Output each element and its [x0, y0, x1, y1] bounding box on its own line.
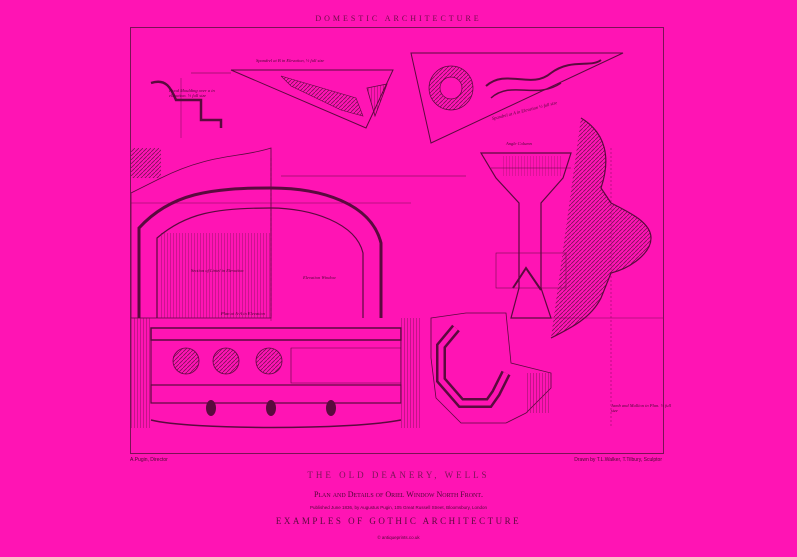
architectural-drawing: [131, 52, 663, 429]
hood-moulding-profile: [150, 72, 231, 138]
page-header: DOMESTIC ARCHITECTURE: [315, 14, 482, 23]
annotation-spandrel-left: Spandrel at B in Elevation, ½ full size: [256, 58, 325, 63]
wall-hatch: [131, 148, 161, 178]
engraving-plate: Spandrel at B in Elevation, ½ full size …: [130, 27, 671, 454]
series-title: EXAMPLES OF GOTHIC ARCHITECTURE: [275, 516, 522, 526]
spandrel-left-drawing: [230, 69, 394, 129]
annotation-angle-column: Angle Column: [506, 141, 532, 146]
annotation-hood-moulding: Hood Moulding over a in elevation. ½ ful…: [169, 88, 215, 98]
plate-subtitle: Plan and Details of Oriel Window North F…: [313, 490, 484, 499]
credit-director: A.Pugin, Director: [130, 457, 168, 463]
website-credit: © antiqueprints.co.uk: [377, 535, 420, 540]
oriel-parapet: [131, 318, 421, 429]
credit-engraver: Drawn by T.L.Walker, T.Tilbury, Sculptor: [574, 457, 662, 463]
arch-window-elevation: [131, 147, 411, 323]
plate-title: THE OLD DEANERY, WELLS: [307, 470, 490, 480]
spandrel-right-drawing: [410, 52, 624, 144]
annotation-plan-elevation: Plan at A-A in Elevation: [221, 311, 266, 316]
annotation-section-lintel: Section of Lintel in Elevation: [191, 268, 244, 273]
publisher-line: Published June 1836, by Augustus Pugin, …: [309, 505, 488, 510]
jamb-mullion-plan: [526, 117, 663, 428]
annotation-elevation-window: Elevation Window: [303, 275, 336, 280]
annotation-jamb-mullion: Jamb and Mullion in Plan. ½ full size: [611, 403, 671, 413]
